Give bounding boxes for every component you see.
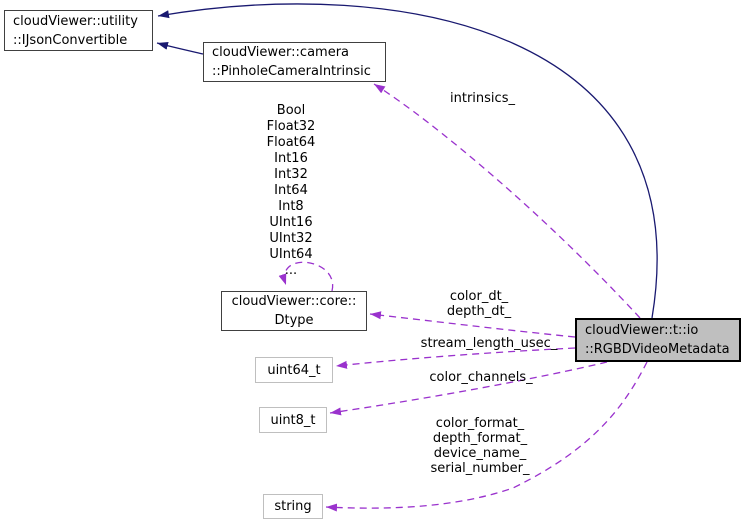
edge-usage-stream-length — [335, 347, 576, 369]
node-string: string — [263, 494, 323, 519]
edge-label-stream-length: stream_length_usec_ — [420, 336, 558, 351]
edge-label-color-channels: color_channels_ — [429, 370, 533, 385]
node-ijsonconvertible[interactable]: cloudViewer::utility ::IJsonConvertible — [4, 10, 153, 51]
edge-usage-string-fields — [325, 361, 648, 512]
edge-usage-color-channels — [329, 361, 608, 416]
node-uint64-t: uint64_t — [255, 357, 333, 383]
edge-label-dt-fields: color_dt_ depth_dt_ — [446, 289, 512, 319]
node-rgbdvideometadata: cloudViewer::t::io ::RGBDVideoMetadata — [575, 318, 741, 362]
edge-label-intrinsics: intrinsics_ — [450, 91, 515, 106]
edge-inherit-rgbd-to-ijson — [157, 3, 658, 319]
edge-label-string-fields: color_format_ depth_format_ device_name_… — [430, 416, 530, 476]
edge-usage-dtype-self-loop — [278, 261, 334, 292]
edge-usage-dt — [369, 311, 576, 338]
edge-inherit-pinhole-to-ijson — [156, 41, 204, 55]
node-pinholecameraintrinsic[interactable]: cloudViewer::camera ::PinholeCameraIntri… — [203, 42, 386, 82]
node-dtype[interactable]: cloudViewer::core:: Dtype — [221, 291, 367, 331]
node-uint8-t: uint8_t — [259, 407, 327, 433]
edge-usage-intrinsics — [373, 83, 641, 319]
edge-label-dtype-members: Bool Float32 Float64 Int16 Int32 Int64 I… — [266, 103, 316, 278]
